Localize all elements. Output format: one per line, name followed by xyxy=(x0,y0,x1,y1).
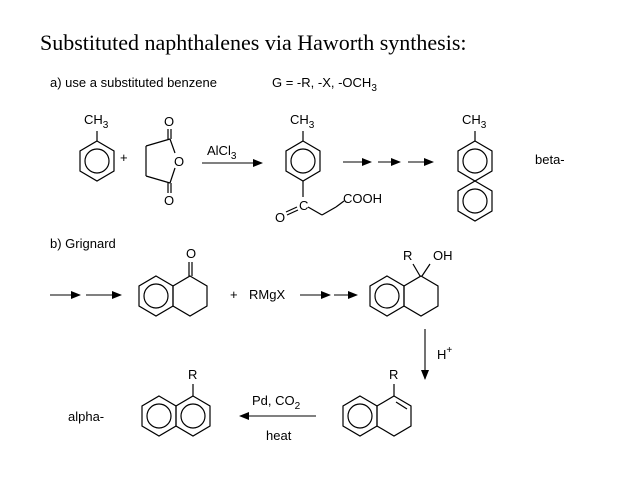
substituent-definition: G = -R, -X, -OCH3 xyxy=(272,75,377,94)
alcohol-oh-label: OH xyxy=(433,248,453,263)
grignard-reagent-label: RMgX xyxy=(249,287,285,302)
plus-sign-a: + xyxy=(120,150,128,165)
anhydride-carbonyl-o-bottom: O xyxy=(164,193,174,208)
acid-catalyst-label: H+ xyxy=(437,345,452,362)
alkene-r-label: R xyxy=(389,367,398,382)
part-b-heading: b) Grignard xyxy=(50,236,116,251)
alcohol-saturated-ring xyxy=(403,275,439,317)
alpha-naphthalene-structure: R xyxy=(141,367,211,437)
carboxylic-acid-label: COOH xyxy=(343,191,382,206)
toluene-ring xyxy=(79,140,115,182)
succinic-anhydride-structure: O O O xyxy=(145,114,184,208)
plus-sign-b: + xyxy=(230,287,238,302)
anhydride-carbonyl-o-top: O xyxy=(164,114,174,129)
alkene-partial-ring xyxy=(376,395,412,437)
alpha-naphthalene-ring-2 xyxy=(175,395,211,437)
naphthalene-r-label: R xyxy=(188,367,197,382)
keto-acid-methyl-label: CH3 xyxy=(290,112,315,131)
alcohol-r-label: R xyxy=(403,248,412,263)
tetralone-o-label: O xyxy=(186,246,196,261)
anhydride-ring-o: O xyxy=(174,154,184,169)
beta-naphthalene-structure: CH3 xyxy=(457,112,493,222)
alcl3-label: AlCl3 xyxy=(207,143,237,162)
beta-label: beta- xyxy=(535,152,565,167)
tetralone-saturated-ring xyxy=(172,275,208,317)
part-a-heading: a) use a substituted benzene xyxy=(50,75,217,90)
keto-acid-structure: CH3 C O COOH xyxy=(275,112,382,225)
dihydronaphthalene-structure: R xyxy=(342,367,412,437)
dehydrogenation-condition-label: heat xyxy=(266,428,292,443)
tertiary-alcohol-structure: R OH xyxy=(369,248,453,317)
dehydrogenation-reagent-label: Pd, CO2 xyxy=(252,393,301,412)
slide-title: Substituted naphthalenes via Haworth syn… xyxy=(40,30,467,55)
toluene-methyl-label: CH3 xyxy=(84,112,109,131)
keto-carbon-label: C xyxy=(299,198,308,213)
tetralone-structure: O xyxy=(138,246,208,317)
toluene-structure: CH3 xyxy=(79,112,115,182)
keto-oxygen-label: O xyxy=(275,210,285,225)
beta-methyl-label: CH3 xyxy=(462,112,487,131)
beta-naphthalene-ring-2 xyxy=(457,180,493,222)
alpha-label: alpha- xyxy=(68,409,104,424)
